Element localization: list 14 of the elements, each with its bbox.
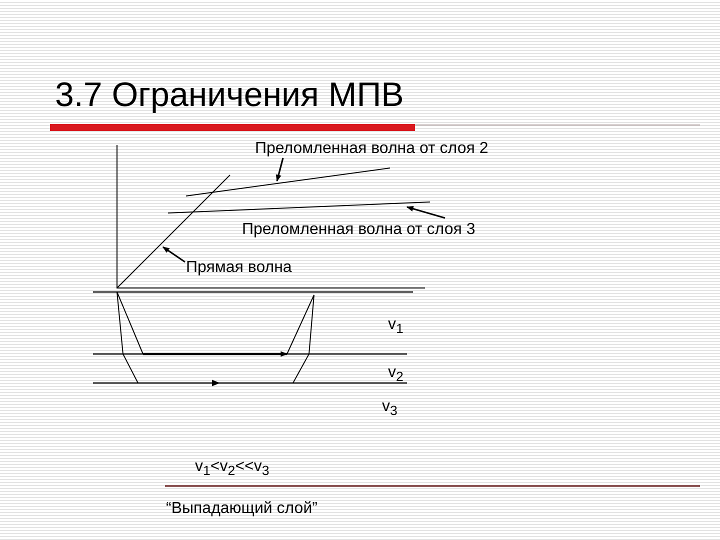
travel-time-line [168, 202, 430, 214]
velocity-label: v$_{1}$ [388, 316, 404, 336]
travel-time-line [186, 168, 390, 196]
callout-text: Прямая волна [186, 259, 292, 276]
callout-text: Преломленная волна от слоя 3 [242, 221, 476, 238]
velocity-relation: v$_{1}$<v$_{2}$<<v$_{3}$ [195, 458, 270, 478]
leader-line [162, 246, 186, 263]
leader-line [406, 206, 446, 219]
callout-text: Преломленная волна от слоя 2 [255, 140, 488, 157]
velocity-label: v$_{3}$ [382, 398, 398, 418]
slide-title: 3.7 Ограничения МПВ [55, 76, 404, 115]
leader-line [276, 158, 284, 182]
velocity-label: v$_{2}$ [388, 364, 404, 384]
caption-text: “Выпадающий слой” [166, 500, 318, 518]
